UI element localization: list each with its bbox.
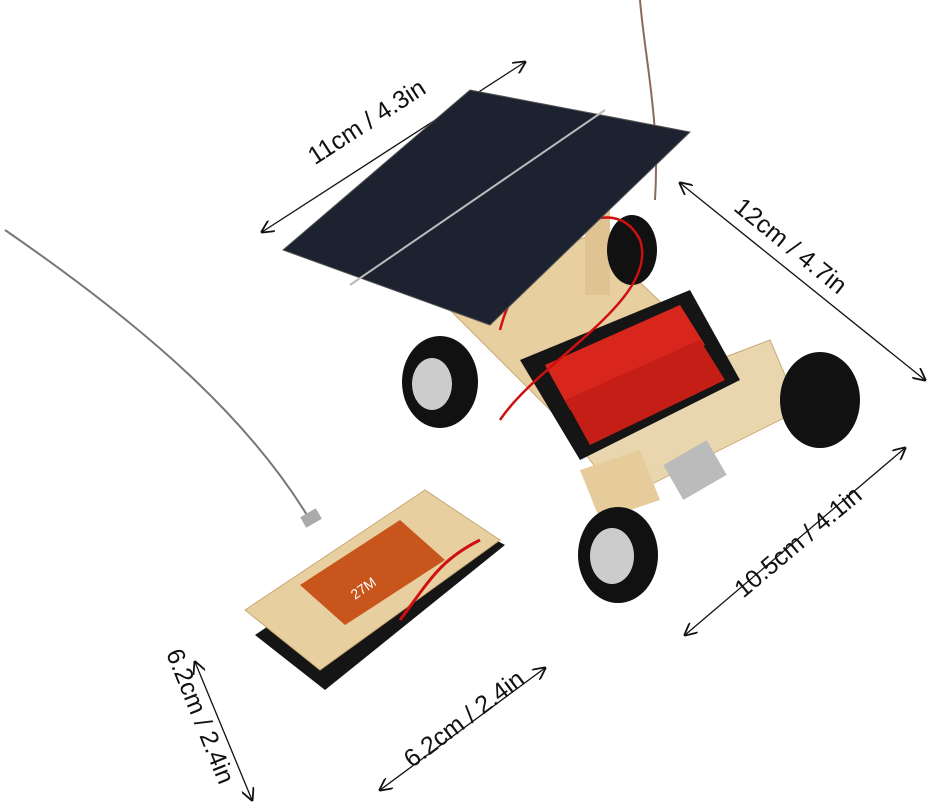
remote-antenna <box>4 229 311 521</box>
arrow-car-width <box>685 448 905 635</box>
arrow-remote-width <box>380 668 545 790</box>
car-antenna <box>639 0 658 201</box>
arrow-remote-length <box>195 662 252 800</box>
car <box>282 89 860 603</box>
arrow-car-length <box>680 183 925 380</box>
remote-control: 27M <box>244 489 505 690</box>
arrow-solar-width <box>262 62 525 232</box>
solar-panel <box>282 89 692 326</box>
